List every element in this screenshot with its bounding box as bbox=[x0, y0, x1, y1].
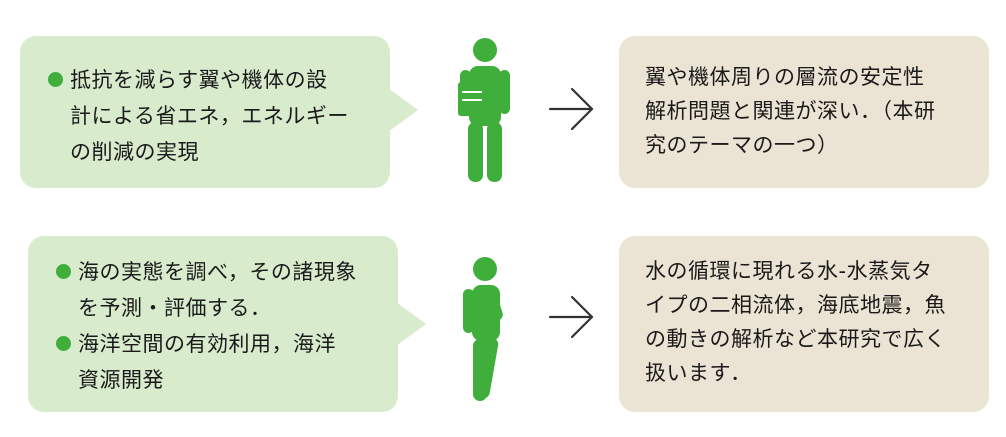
person-reading-icon bbox=[458, 38, 510, 182]
concern-text-line: を予測・評価する． bbox=[78, 296, 272, 320]
bullet-dot-icon bbox=[56, 336, 71, 351]
concern-text-line: 資源開発 bbox=[78, 368, 164, 392]
concern-bubble-1: 抵抗を減らす翼や機体の設 計による省エネ，エネルギー の削減の実現 bbox=[20, 36, 390, 188]
result-text-line: イプの二相流体，海底地震，魚 bbox=[645, 293, 946, 317]
concern-text-line: 計による省エネ，エネルギー bbox=[70, 104, 349, 128]
result-text-line: 扱います． bbox=[645, 361, 752, 385]
result-text-line: 翼や機体周りの層流の安定性 bbox=[645, 65, 925, 89]
result-text-line: 水の循環に現れる水-水蒸気タ bbox=[645, 259, 933, 283]
result-text-line: 解析問題と関連が深い．（本研 bbox=[645, 99, 936, 123]
arrow-right-icon bbox=[548, 295, 594, 339]
result-text-line: の動きの解析など本研究で広く bbox=[645, 327, 946, 351]
concern-item: 海の実態を調べ，その諸現象 を予測・評価する． bbox=[56, 254, 398, 326]
concern-text-line: 海の実態を調べ，その諸現象 bbox=[78, 260, 357, 284]
speech-tail-icon bbox=[396, 302, 426, 346]
concern-text-line: 海洋空間の有効利用，海洋 bbox=[78, 332, 336, 356]
result-box-1: 翼や機体周りの層流の安定性 解析問題と関連が深い．（本研 究のテーマの一つ） bbox=[619, 36, 989, 188]
result-text-line: 究のテーマの一つ） bbox=[645, 133, 839, 157]
concern-text-line: の削減の実現 bbox=[70, 140, 199, 164]
arrow-right-icon bbox=[548, 87, 594, 131]
bullet-dot-icon bbox=[48, 72, 63, 87]
result-box-2: 水の循環に現れる水-水蒸気タ イプの二相流体，海底地震，魚 の動きの解析など本研… bbox=[619, 236, 989, 412]
concern-item: 抵抗を減らす翼や機体の設 計による省エネ，エネルギー の削減の実現 bbox=[48, 62, 390, 170]
concern-text-line: 抵抗を減らす翼や機体の設 bbox=[70, 68, 328, 92]
concern-bubble-2: 海の実態を調べ，その諸現象 を予測・評価する． 海洋空間の有効利用，海洋 資源開… bbox=[28, 236, 398, 412]
person-thinking-icon bbox=[463, 257, 503, 401]
bullet-dot-icon bbox=[56, 264, 71, 279]
speech-tail-icon bbox=[388, 88, 418, 132]
concern-item: 海洋空間の有効利用，海洋 資源開発 bbox=[56, 326, 398, 398]
